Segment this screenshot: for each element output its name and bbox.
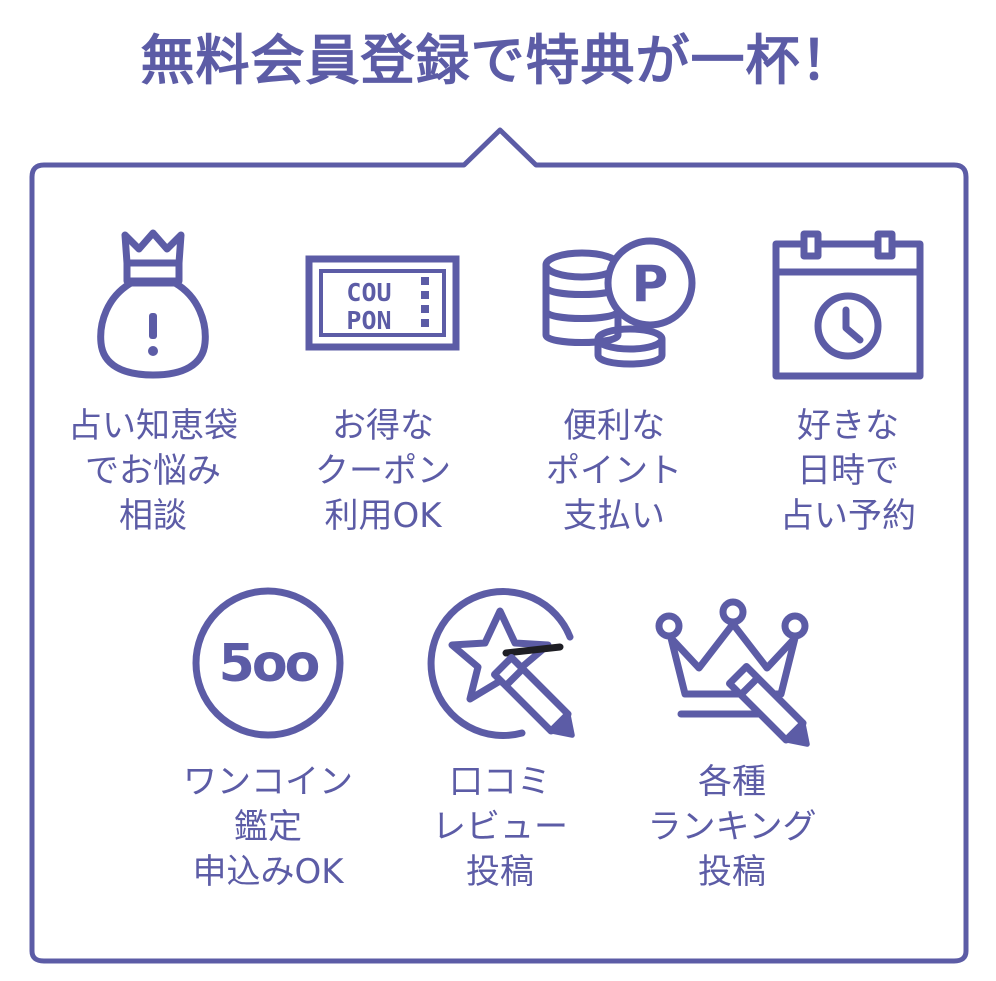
benefit-label-review: 口コミ レビュー 投稿 [400, 760, 600, 895]
benefit-label-line: 口コミ [449, 762, 551, 802]
benefit-label-reservation: 好きな 日時で 占い予約 [748, 404, 948, 539]
benefit-label-line: 支払い [563, 496, 665, 536]
benefit-label-line: 相談 [119, 496, 187, 536]
benefit-label-line: お得な [332, 406, 434, 446]
benefit-label-line: 鑑定 [234, 807, 302, 847]
benefit-label-line: 投稿 [466, 852, 534, 892]
points-icon-letter: P [632, 255, 669, 313]
calendar-clock-icon [772, 230, 924, 380]
benefit-label-coupon: お得な クーポン 利用OK [283, 404, 483, 539]
benefit-label-line: ランキング [647, 807, 817, 847]
benefit-label-line: 占い予約 [780, 496, 916, 536]
benefit-label-line: 申込みOK [192, 852, 344, 892]
money-bag-icon [97, 229, 209, 379]
benefit-label-points: 便利な ポイント 支払い [514, 404, 714, 539]
benefit-label-line: レビュー [432, 807, 568, 847]
benefit-label-line: ワンコイン [183, 762, 353, 802]
benefit-label-line: クーポン [315, 451, 451, 491]
benefit-label-line: 利用OK [324, 496, 442, 536]
benefit-label-line: 占い知恵袋 [68, 406, 238, 446]
star-review-pencil-icon [427, 588, 575, 740]
benefit-label-line: 日時で [797, 451, 899, 491]
page-title: 無料会員登録で特典が一杯！ [140, 29, 856, 92]
benefit-label-one-coin: ワンコイン 鑑定 申込みOK [168, 760, 368, 895]
benefit-label-line: 投稿 [698, 852, 766, 892]
benefit-label-line: 好きな [797, 406, 899, 446]
benefit-label-ranking: 各種 ランキング 投稿 [632, 760, 832, 895]
coupon-icon-text-top: COU [346, 278, 391, 307]
benefit-label-line: 便利な [563, 406, 665, 446]
benefit-label-line: 各種 [698, 762, 766, 802]
coin-500-text: 5oo [219, 634, 319, 694]
coin-500-icon: 5oo [192, 587, 344, 739]
points-coins-icon: P [542, 237, 696, 368]
coupon-icon: COU PON [305, 255, 460, 351]
coupon-icon-text-bottom: PON [346, 306, 391, 335]
benefit-label-line: ポイント [546, 451, 682, 491]
crown-pencil-icon [655, 598, 810, 747]
benefit-label-consultation: 占い知恵袋 でお悩み 相談 [53, 404, 253, 539]
benefit-label-line: でお悩み [85, 451, 221, 491]
